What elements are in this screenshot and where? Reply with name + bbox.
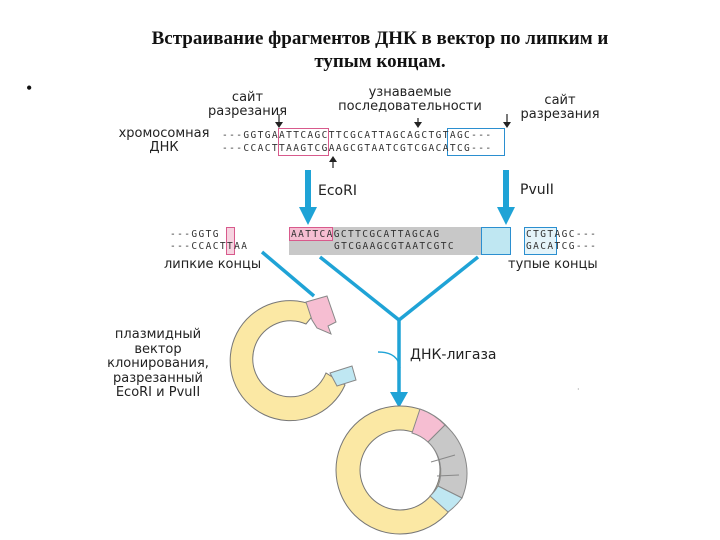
label-ecori: EcoRI xyxy=(318,183,357,199)
chromosomal-dna-bottom-strand: ---CCACTTAAGTCGAAGCGTAATCGTCGACATCG--- xyxy=(222,143,493,154)
insert-blunt-junction xyxy=(429,485,463,513)
title-line-1: Встраивание фрагментов ДНК в вектор по л… xyxy=(151,28,609,49)
label-pvuii: PvuII xyxy=(520,182,554,198)
insert-top-strand: AATTCAGCTTCGCATTAGCAG xyxy=(291,229,441,240)
ligase-indicator-arrow xyxy=(377,351,401,369)
stray-mark: · xyxy=(577,385,580,394)
label-cut-site-right: сайт разрезания xyxy=(520,93,600,122)
label-dna-ligase: ДНК-лигаза xyxy=(410,347,497,363)
right-fragment-bottom-strand: GACATCG--- xyxy=(526,241,598,252)
bullet-point: • xyxy=(26,78,33,98)
plasmid-blunt-end xyxy=(329,365,357,387)
label-blunt-ends: тупые концы xyxy=(508,257,598,272)
label-sticky-ends: липкие концы xyxy=(164,257,262,272)
left-fragment-overhang-box xyxy=(226,227,235,255)
insert-sticky-end-box xyxy=(289,227,333,241)
slide-title: Встраивание фрагментов ДНК в вектор по л… xyxy=(80,27,680,73)
pvuii-cut-arrow xyxy=(497,170,515,225)
ligation-arrowhead xyxy=(390,392,408,408)
recombinant-plasmid xyxy=(335,405,468,535)
label-plasmid-vector: плазмидный вектор клонирования, разрезан… xyxy=(107,327,209,400)
ecori-cut-arrow xyxy=(299,170,317,225)
ecori-site-box xyxy=(278,128,329,156)
right-fragment-blunt-box xyxy=(524,227,557,255)
insert-blunt-end-box xyxy=(481,227,511,255)
ligation-converging-lines xyxy=(260,250,480,395)
title-line-2: тупым концам. xyxy=(314,51,446,72)
pvuii-site-box xyxy=(447,128,505,156)
left-fragment-bottom-strand: ---CCACTTAA xyxy=(170,241,249,252)
plasmid-sticky-end xyxy=(305,295,337,335)
right-fragment-top-strand: CTGTAGC--- xyxy=(526,229,598,240)
left-fragment-top-strand: ---GGTG xyxy=(170,229,220,240)
label-cut-site-left: сайт разрезания xyxy=(207,90,288,119)
chromosomal-dna-top-strand: ---GGTGAATTCAGCTTCGCATTAGCAGCTGTAGC--- xyxy=(222,130,493,141)
insert-bottom-strand: GTCGAAGCGTAATCGTC xyxy=(334,241,456,252)
label-recognized-sequences: узнаваемые последовательности xyxy=(338,85,482,114)
label-chromosomal-dna: хромосомная ДНК xyxy=(118,126,210,155)
cut-plasmid-vector xyxy=(229,295,357,422)
